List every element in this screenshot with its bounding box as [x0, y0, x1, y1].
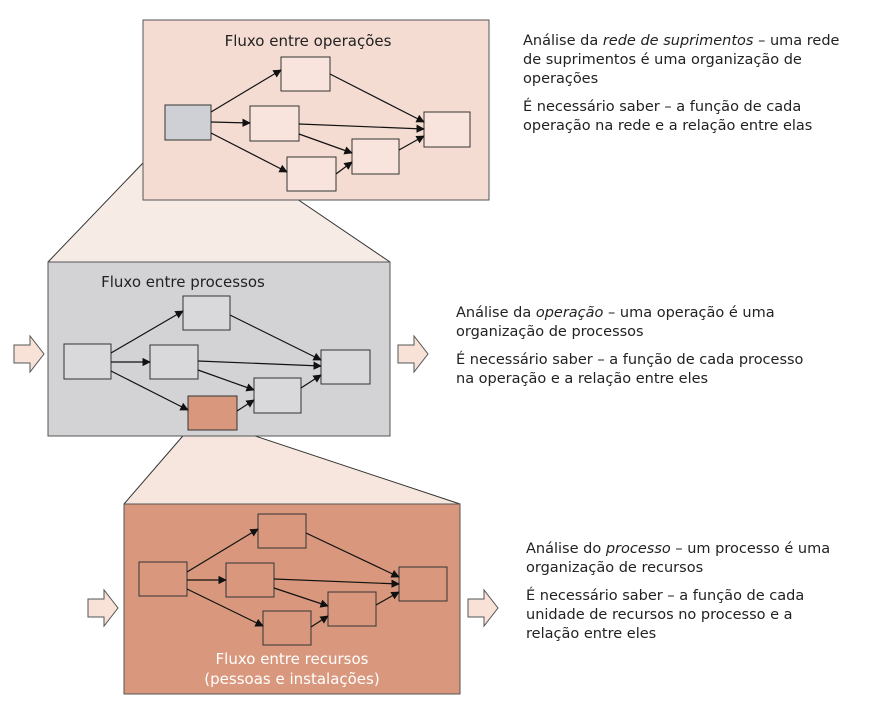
input-flow-arrow [87, 588, 119, 628]
zoom-line [123, 429, 189, 505]
process-description: Análise do processo – um processo é uma … [526, 540, 846, 653]
operation-description: Análise da operação – uma operação é uma… [456, 304, 811, 398]
resources-panel-subtitle: (pessoas e instalações) [204, 670, 379, 688]
resources-flow-arrows [186, 528, 400, 628]
network-node [423, 111, 471, 148]
resource-node [262, 610, 312, 646]
network-node [280, 56, 331, 92]
processes-flow-arrows [110, 310, 322, 412]
process-node-highlighted [187, 395, 238, 431]
supply-network-description: Análise da rede de suprimentos – uma red… [523, 32, 858, 145]
process-node [149, 344, 199, 380]
operation-analysis: Análise da operação – uma operação é uma… [456, 305, 775, 340]
network-node [249, 105, 300, 142]
resource-node [257, 513, 307, 549]
zoom-line [236, 429, 461, 505]
resource-node [327, 591, 377, 627]
zoom-wedge-bottom [124, 430, 460, 504]
processes-panel-title: Fluxo entre processos [101, 273, 265, 291]
output-flow-arrow [467, 588, 499, 628]
operations-panel-title: Fluxo entre operações [225, 32, 392, 50]
resource-node [138, 561, 188, 597]
supply-network-need: É necessário saber – a função de cada op… [523, 99, 813, 134]
process-node [320, 349, 371, 385]
resource-node [398, 566, 448, 602]
supply-network-analysis: Análise da rede de suprimentos – uma red… [523, 33, 840, 87]
process-analysis: Análise do processo – um processo é uma … [526, 541, 831, 576]
output-flow-arrow [397, 334, 429, 374]
operation-need: É necessário saber – a função de cada pr… [456, 352, 804, 387]
process-node [182, 295, 231, 331]
resource-node [225, 562, 275, 598]
network-node [286, 156, 337, 192]
zoom-wedge-top [48, 140, 390, 262]
resources-panel-title: Fluxo entre recursos [216, 650, 369, 668]
operations-flow-arrows [210, 69, 425, 175]
network-node [351, 138, 400, 175]
input-flow-arrow [13, 334, 45, 374]
process-node [63, 343, 112, 380]
process-need: É necessário saber – a função de cada un… [526, 588, 805, 642]
process-node [253, 377, 302, 414]
network-node-highlighted [164, 104, 212, 141]
